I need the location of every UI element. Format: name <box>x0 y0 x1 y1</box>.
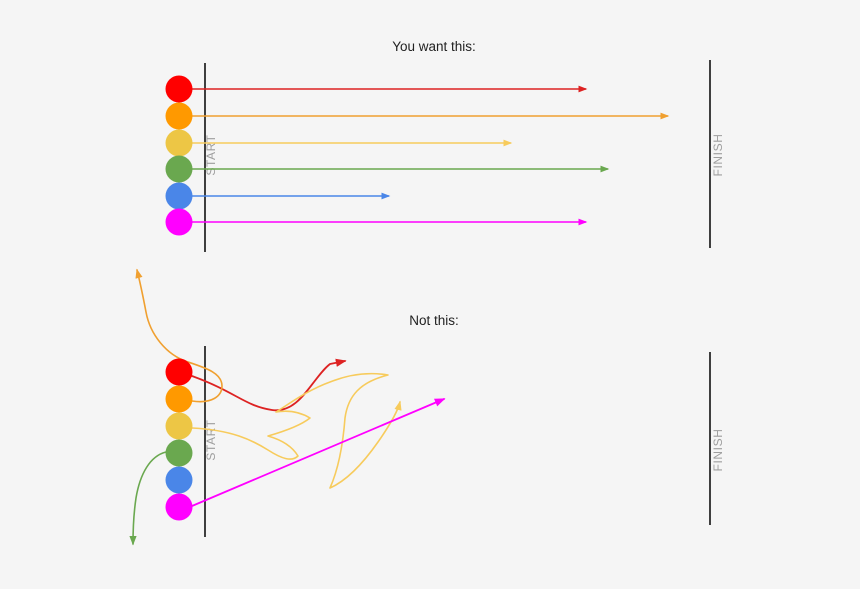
tangled-path-red <box>191 358 347 411</box>
page-title-bad: Not this: <box>409 313 459 328</box>
finish-label-bad: FINISH <box>711 429 725 472</box>
tangled-path-green <box>129 451 167 546</box>
tangled-dot-group <box>165 358 193 521</box>
panel-not-this: Not this: START FINISH <box>129 268 725 546</box>
goal-dot-group <box>165 75 193 236</box>
dot-yellow <box>165 412 193 440</box>
tangled-path-magenta <box>191 398 446 507</box>
dot-blue <box>165 466 193 494</box>
start-label-bad: START <box>204 419 218 460</box>
dot-blue <box>165 182 193 210</box>
goal-arrow-group <box>192 85 670 226</box>
dot-magenta <box>165 493 193 521</box>
finish-label-good: FINISH <box>711 134 725 177</box>
dot-red <box>165 358 193 386</box>
dot-green <box>165 155 193 183</box>
page-title-good: You want this: <box>392 39 476 54</box>
dot-orange <box>165 385 193 413</box>
dot-red <box>165 75 193 103</box>
dot-magenta <box>165 208 193 236</box>
panel-you-want-this: You want this: START FINISH <box>165 39 725 252</box>
start-label-good: START <box>204 134 218 175</box>
dot-orange <box>165 102 193 130</box>
dot-green <box>165 439 193 467</box>
dot-yellow <box>165 129 193 157</box>
tangled-path-yellow <box>191 372 402 489</box>
